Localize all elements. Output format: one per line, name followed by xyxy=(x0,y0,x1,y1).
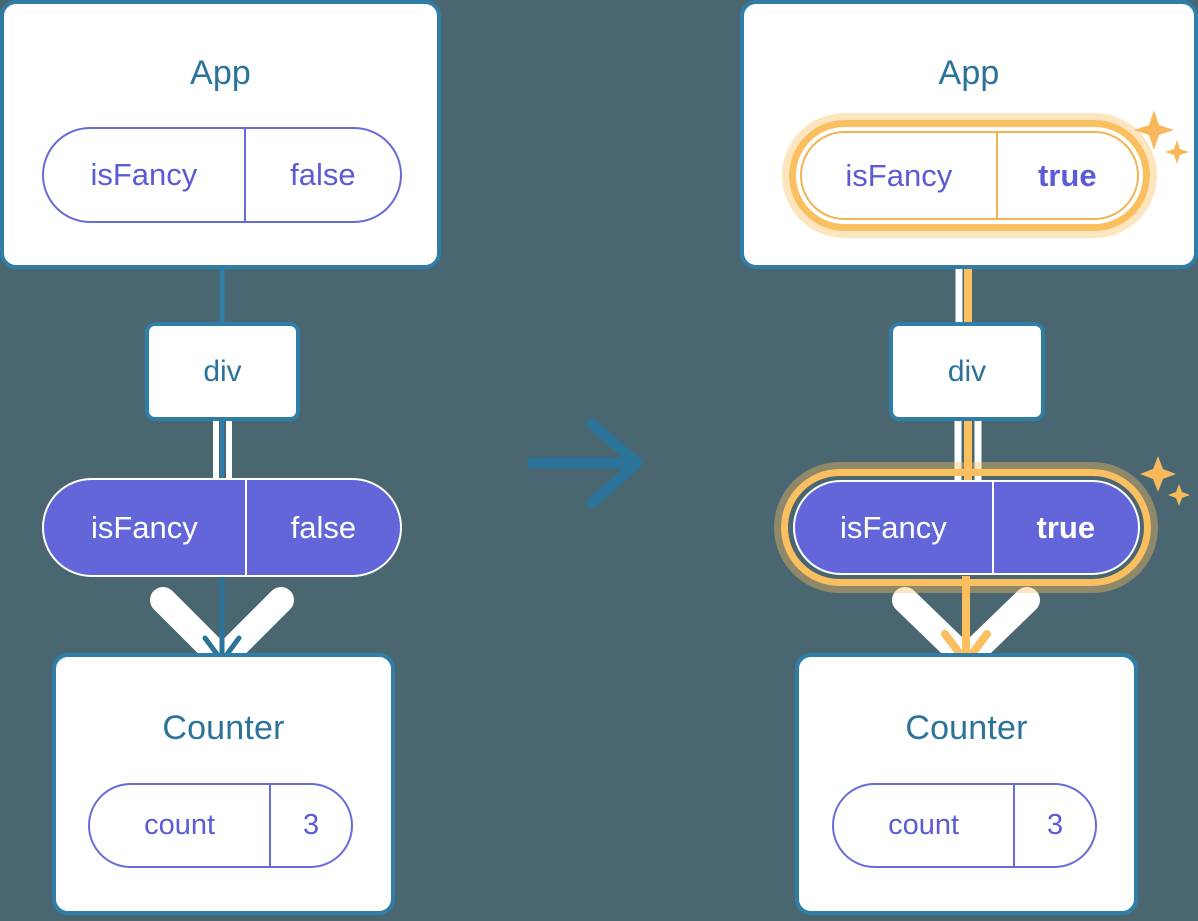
left-counter-title: Counter xyxy=(162,709,285,747)
left-counter-state-name: count xyxy=(90,785,272,866)
right-app-state-pill: isFancy true xyxy=(800,131,1139,220)
transition-arrow-icon xyxy=(526,418,643,509)
left-counter-panel: Counter xyxy=(52,653,395,915)
right-counter-state-value: 3 xyxy=(1047,809,1064,841)
left-div-label: div xyxy=(203,354,242,388)
left-app-state-pill: isFancy false xyxy=(42,127,402,223)
left-app-title: App xyxy=(189,54,252,92)
left-prop-pill: isFancy false xyxy=(42,478,402,577)
left-app-state-name: isFancy xyxy=(44,129,246,221)
left-div-box: div xyxy=(145,322,300,421)
left-prop-name: isFancy xyxy=(44,480,247,575)
right-app-state-value: true xyxy=(1038,157,1097,193)
right-counter-state-pill: count 3 xyxy=(832,783,1097,868)
left-prop-value: false xyxy=(290,509,357,545)
left-counter-state-value: 3 xyxy=(303,809,320,841)
right-prop-pill: isFancy true xyxy=(793,480,1140,575)
right-app-state-name: isFancy xyxy=(802,133,998,218)
right-counter-title: Counter xyxy=(905,709,1028,747)
right-prop-value: true xyxy=(1036,509,1096,545)
left-app-state-value: false xyxy=(290,157,356,192)
right-div-label: div xyxy=(947,354,987,388)
left-counter-state-pill: count 3 xyxy=(88,783,353,868)
right-div-box: div xyxy=(889,322,1045,421)
right-app-title: App xyxy=(938,54,1000,92)
right-counter-state-name: count xyxy=(834,785,1016,866)
right-prop-name: isFancy xyxy=(795,482,994,573)
